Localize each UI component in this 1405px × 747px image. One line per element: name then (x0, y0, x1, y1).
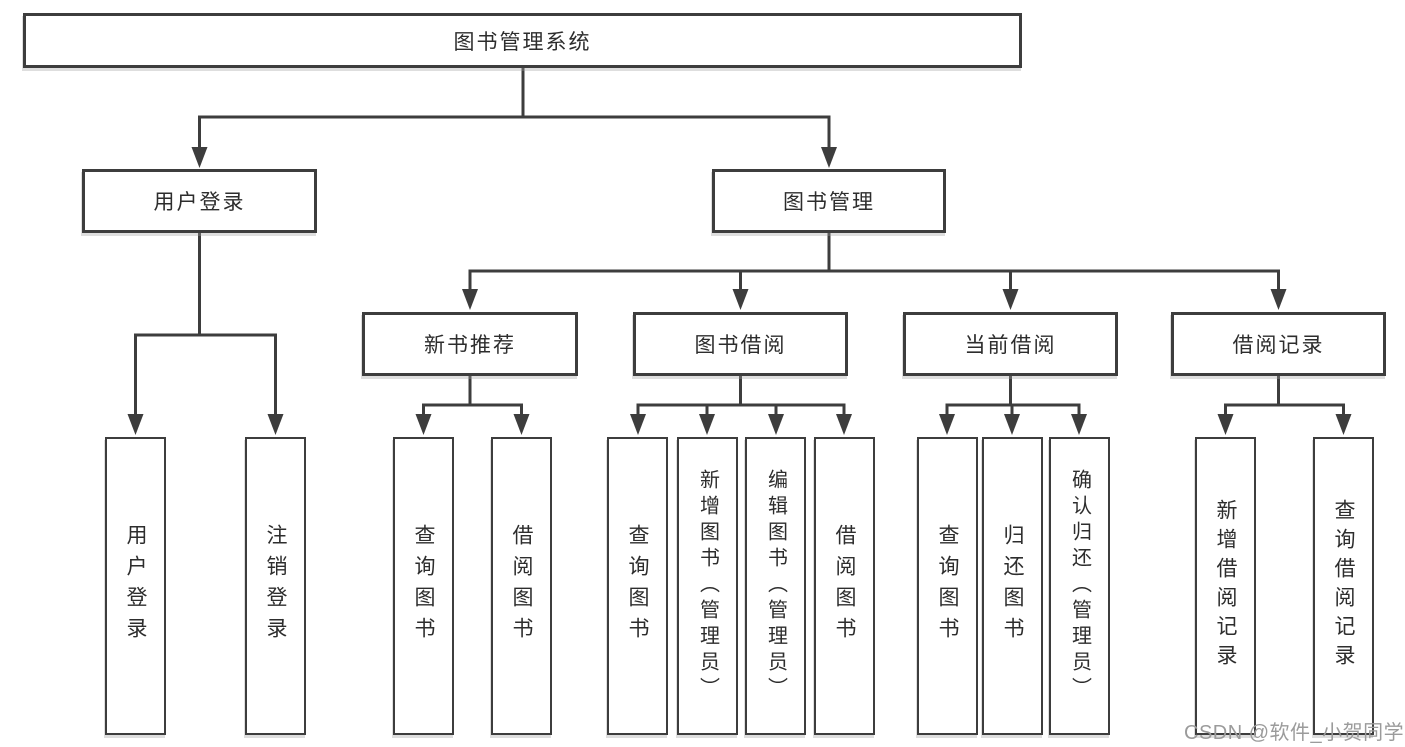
node-book-borrow-label: 图书借阅 (694, 334, 787, 357)
node-leaf-user-login-label: 用户登录 (124, 524, 147, 648)
node-leaf-query-book-1-label: 查询图书 (412, 524, 435, 648)
node-leaf-add-book: 新增图书（管理员） (677, 437, 738, 735)
node-leaf-add-record: 新增借阅记录 (1195, 437, 1256, 735)
node-user-login: 用户登录 (82, 169, 317, 233)
connector-root-to-level2 (191, 68, 837, 168)
node-book-borrow: 图书借阅 (633, 312, 848, 376)
node-leaf-borrow-book-1-label: 借阅图书 (510, 524, 533, 648)
node-leaf-borrow-book-1: 借阅图书 (491, 437, 552, 735)
node-leaf-borrow-book-2-label: 借阅图书 (833, 524, 856, 648)
node-leaf-confirm-return: 确认归还（管理员） (1049, 437, 1110, 735)
node-book-management: 图书管理 (712, 169, 946, 233)
node-current-borrow-label: 当前借阅 (964, 334, 1057, 357)
connector-current-borrow-children (939, 376, 1087, 435)
node-borrow-records-label: 借阅记录 (1232, 334, 1325, 357)
connector-user-login-children (127, 233, 284, 435)
node-leaf-query-book-3: 查询图书 (917, 437, 978, 735)
node-user-login-label: 用户登录 (153, 191, 246, 214)
node-root: 图书管理系统 (23, 13, 1022, 68)
node-current-borrow: 当前借阅 (903, 312, 1118, 376)
node-leaf-logout-label: 注销登录 (264, 524, 287, 648)
node-borrow-records: 借阅记录 (1171, 312, 1386, 376)
node-leaf-query-book-3-label: 查询图书 (936, 524, 959, 648)
node-leaf-edit-book: 编辑图书（管理员） (745, 437, 806, 735)
csdn-watermark: CSDN @软件_小贺同学 (1184, 722, 1405, 744)
node-leaf-query-book-2: 查询图书 (607, 437, 668, 735)
node-leaf-confirm-return-label: 确认归还（管理员） (1068, 469, 1091, 703)
node-leaf-add-record-label: 新增借阅记录 (1214, 499, 1237, 673)
node-leaf-query-book-1: 查询图书 (393, 437, 454, 735)
node-leaf-edit-book-label: 编辑图书（管理员） (764, 469, 787, 703)
node-book-management-label: 图书管理 (783, 191, 875, 214)
node-leaf-logout: 注销登录 (245, 437, 306, 735)
connector-new-book-recommend-children (415, 376, 530, 435)
node-root-label: 图书管理系统 (453, 30, 592, 54)
node-new-book-recommend-label: 新书推荐 (424, 334, 516, 357)
node-new-book-recommend: 新书推荐 (362, 312, 578, 376)
node-leaf-return-book: 归还图书 (982, 437, 1043, 735)
connector-book-borrow-children (630, 376, 852, 435)
connector-borrow-records-children (1217, 376, 1352, 435)
node-leaf-borrow-book-2: 借阅图书 (814, 437, 875, 735)
node-leaf-query-record-label: 查询借阅记录 (1332, 499, 1355, 673)
node-leaf-query-book-2-label: 查询图书 (626, 524, 649, 648)
node-leaf-user-login: 用户登录 (105, 437, 166, 735)
node-leaf-query-record: 查询借阅记录 (1313, 437, 1374, 735)
node-leaf-return-book-label: 归还图书 (1001, 524, 1024, 648)
node-leaf-add-book-label: 新增图书（管理员） (696, 469, 719, 703)
connector-book-management-children (462, 233, 1287, 310)
